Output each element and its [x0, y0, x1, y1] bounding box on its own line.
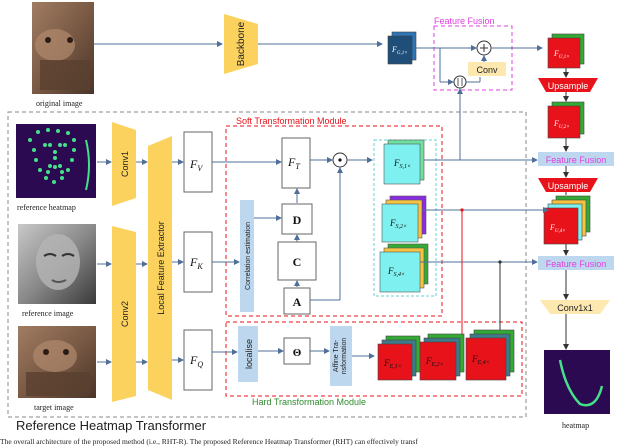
- fe1-label: FE,1×: [383, 358, 402, 370]
- hard-transformation-module-box: [225, 321, 523, 397]
- figure-caption: The overall architecture of the proposed…: [0, 437, 418, 446]
- upsample-1-label: Upsample: [548, 81, 589, 91]
- fu1-stack: [547, 33, 585, 69]
- original-image-label: original image: [36, 99, 83, 108]
- localise-block: [238, 326, 258, 382]
- fu4-stack: [543, 195, 591, 245]
- feature-fusion-mid-block: [538, 152, 614, 166]
- fe4-label: FE,4×: [471, 354, 490, 366]
- fe4-stack: [465, 329, 515, 381]
- fu1-label: FU,1×: [553, 49, 570, 60]
- theta-box: [283, 337, 311, 365]
- fs4-label: FS,4×: [387, 266, 405, 278]
- fs1-stack: [383, 139, 425, 185]
- affine-transformation-block: [330, 326, 352, 386]
- feature-fusion-mid-label: Feature Fusion: [546, 155, 607, 165]
- fk-label: FK: [189, 255, 203, 271]
- upsample-2-block: [538, 178, 598, 192]
- heatmap-output: [544, 350, 610, 414]
- reference-image: [18, 224, 96, 304]
- heatmap-label: heatmap: [562, 421, 589, 430]
- fu2-label: FU,2×: [553, 119, 570, 130]
- upsample-1-block: [538, 78, 598, 92]
- fs4-stack: [379, 243, 429, 293]
- fs1-label: FS,1×: [393, 158, 411, 170]
- feature-fusion-label: Feature Fusion: [434, 16, 495, 26]
- conv-label: Conv: [476, 65, 498, 75]
- conv1x1-label: Conv1x1: [557, 303, 593, 313]
- conv1-block: [112, 122, 136, 206]
- feature-fusion-box: [433, 25, 513, 91]
- feature-fusion-bottom-block: [538, 256, 614, 270]
- fg1-label: FG,1×: [391, 45, 408, 56]
- a-label: A: [293, 295, 302, 309]
- ft-box: [281, 137, 311, 189]
- upsample-2-label: Upsample: [548, 181, 589, 191]
- fe2-label: FE,2×: [425, 356, 444, 368]
- conv-block: [468, 62, 506, 76]
- local-feature-extractor-label: Local Feature Extractor: [156, 221, 166, 315]
- fq-box: [183, 329, 213, 391]
- c-label: C: [293, 255, 302, 269]
- target-image: [18, 326, 96, 398]
- fk-box: [183, 231, 213, 293]
- correlation-estimation-label: Correlation estimation: [245, 222, 252, 290]
- feature-fusion-bottom-label: Feature Fusion: [546, 259, 607, 269]
- soft-transformation-module-label: Soft Transformation Module: [236, 116, 347, 126]
- original-image: [32, 2, 94, 94]
- local-feature-extractor-block: [148, 136, 172, 400]
- hard-transformation-module-label: Hard Transformation Module: [252, 397, 366, 407]
- backbone-block: [224, 14, 258, 74]
- fu4-label: FU,4×: [549, 223, 566, 234]
- d-box: [281, 203, 313, 235]
- fv-label: FV: [189, 157, 203, 173]
- rht-module-label: Reference Heatmap Transformer: [16, 418, 207, 433]
- d-label: D: [293, 213, 302, 227]
- a-box: [283, 287, 311, 315]
- conv1-label: Conv1: [120, 151, 130, 177]
- correlation-estimation-block: [240, 200, 254, 312]
- reference-heatmap-label: reference heatmap: [17, 203, 76, 212]
- localise-label: localise: [244, 339, 254, 369]
- concat-node: [453, 75, 467, 89]
- fs2-stack: [381, 195, 427, 243]
- fu2-stack: [547, 101, 585, 139]
- backbone-label: Backbone: [236, 21, 247, 66]
- conv2-block: [112, 226, 136, 402]
- reference-image-label: reference image: [22, 309, 74, 318]
- ft-label: FT: [287, 155, 300, 171]
- rht-module-box: [7, 111, 527, 418]
- conv2-label: Conv2: [120, 301, 130, 327]
- target-image-label: target image: [34, 403, 74, 412]
- fs2-label: FS,2×: [389, 218, 407, 230]
- affine-transformation-label: Affine Tra-nsformation: [333, 338, 348, 375]
- fq-label: FQ: [189, 353, 203, 369]
- fv-box: [183, 131, 213, 193]
- fe2-stack: [419, 333, 465, 381]
- fe1-stack: [377, 335, 421, 381]
- reference-heatmap-image: [16, 124, 96, 198]
- soft-transformation-module-box: [225, 125, 443, 317]
- c-box: [277, 241, 317, 281]
- fg1-stack: [387, 31, 417, 65]
- theta-label: Θ: [293, 347, 302, 359]
- conv1x1-block: [540, 300, 610, 314]
